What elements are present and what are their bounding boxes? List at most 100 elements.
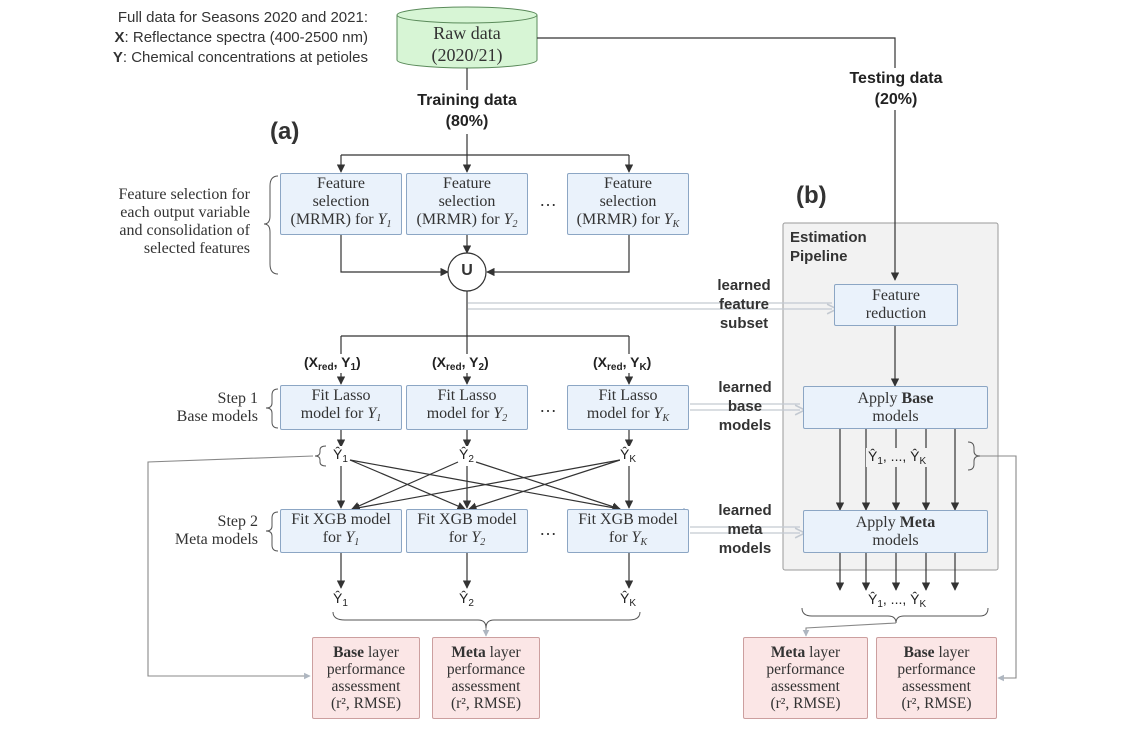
fr-line: Feature [872, 287, 920, 304]
training-data-label: Training data (80%) [397, 90, 537, 132]
feature-selection-box-1: Feature selection (MRMR) for Y1 [280, 173, 402, 235]
learned-feature-subset-arrow [468, 302, 832, 309]
header-note-y-key: Y [112, 49, 123, 66]
yhat-bottom-1: Ŷ1 [333, 590, 348, 609]
step1-line2: Base models [176, 408, 258, 425]
xgb-box-2: Fit XGB model for Y2 [406, 509, 528, 553]
learned-base-models-arrow [690, 403, 800, 410]
raw-data-line2: (2020/21) [431, 45, 503, 65]
lfs-line: feature [718, 296, 770, 313]
lasso-box-1: Fit Lasso model for Y1 [280, 385, 402, 430]
lmm-line: models [718, 540, 772, 557]
xred-label-1: (Xred, Y1) [304, 354, 361, 373]
lasso-line: model for [300, 405, 368, 422]
xred-label-k: (Xred, YK) [593, 354, 652, 373]
fs-note-line: each output variable [120, 204, 250, 221]
fs-box-line: Feature [317, 174, 365, 192]
brace-step1 [265, 388, 279, 429]
fs-box-line: selection [312, 192, 370, 210]
lbm-line: base [727, 398, 763, 415]
step2-line1: Step 2 [217, 513, 258, 530]
xgb-box-1: Fit XGB model for Y1 [280, 509, 402, 553]
yhat-mid-k: ŶK [620, 446, 637, 465]
feature-selection-note: Feature selection for each output variab… [60, 186, 251, 258]
ellipsis-fs: … [539, 190, 557, 210]
base-eval-loop-b [980, 455, 1017, 682]
raw-data-label: Raw data (2020/21) [397, 22, 537, 66]
ellipsis-xgb: … [539, 519, 557, 539]
pipeline-yhat-mid: Ŷ1, ..., ŶK [866, 448, 929, 467]
fs-box-var: Y [503, 210, 513, 228]
fs-box-var: Y [663, 210, 673, 228]
brace-feature-selection [263, 175, 279, 275]
yhat-bottom-k: ŶK [620, 590, 637, 609]
raw-to-testing-arrow [537, 37, 900, 281]
lmm-line: learned [718, 502, 772, 519]
fr-line: reduction [865, 305, 927, 322]
brace-step2 [265, 511, 279, 552]
header-note: Full data for Seasons 2020 and 2021: X: … [60, 8, 368, 68]
fs-box-line: (MRMR) for [416, 210, 504, 228]
lbm-line: learned [718, 379, 772, 396]
feature-reduction-box: Feature reduction [834, 284, 958, 326]
step2-label: Step 2 Meta models [150, 513, 258, 549]
testing-data-line1: Testing data [849, 70, 943, 87]
lasso-box-k: Fit Lasso model for YK [567, 385, 689, 430]
fs-box-line: selection [438, 192, 496, 210]
apply-meta-box: Apply Meta models [803, 510, 988, 553]
yhat-mid-2: Ŷ2 [459, 446, 474, 465]
fs-box-line: (MRMR) for [576, 210, 664, 228]
base-eval-loop-a [147, 455, 314, 680]
lfs-line: learned [717, 277, 771, 294]
fs1-to-union [340, 235, 449, 277]
fs-box-sub: 2 [512, 218, 518, 230]
fsk-to-union [486, 235, 630, 277]
lasso-line: Fit Lasso [598, 387, 658, 404]
learned-base-models-label: learned base models [708, 378, 782, 435]
header-note-line1: Full data for Seasons 2020 and 2021: [117, 9, 368, 26]
testing-data-label: Testing data (20%) [830, 68, 962, 110]
brace-yhat [314, 445, 327, 467]
estimation-pipeline-title: Estimation Pipeline [790, 228, 867, 266]
fs-box-line: Feature [443, 174, 491, 192]
fs-box-sub: K [672, 218, 680, 230]
lasso-line: Fit Lasso [311, 387, 371, 404]
fs-box-line: Feature [604, 174, 652, 192]
feature-selection-box-k: Feature selection (MRMR) for YK [567, 173, 689, 235]
ellipsis-lasso: … [539, 396, 557, 416]
lasso-line: model for [586, 405, 654, 422]
header-note-x-text: : Reflectance spectra (400-2500 nm) [124, 29, 368, 46]
lasso-line: model for [426, 405, 494, 422]
base-eval-box-a: Base layer performance assessment (r², R… [312, 637, 420, 719]
header-note-y-text: : Chemical concentrations at petioles [122, 49, 368, 66]
learned-meta-models-arrow [690, 526, 800, 533]
base-eval-box-b: Base layer performance assessment (r², R… [876, 637, 997, 719]
meta-to-output-arrows [835, 553, 960, 591]
meta-eval-box-b: Meta layer performance assessment (r², R… [743, 637, 868, 719]
xgb-line: Fit XGB model [291, 510, 391, 528]
yhat-bottom-2: Ŷ2 [459, 590, 474, 609]
yhat-cross-arrows [336, 459, 634, 512]
yhat-mid-1: Ŷ1 [333, 446, 348, 465]
ep-line1: Estimation [790, 229, 867, 246]
step1-label: Step 1 Base models [150, 390, 258, 426]
learned-feature-subset-label: learned feature subset [702, 276, 786, 333]
panel-b-label: (b) [796, 182, 827, 209]
training-data-line2: (80%) [445, 113, 489, 130]
training-data-line1: Training data [417, 92, 517, 109]
bottom-brace-b [801, 607, 989, 624]
xred-label-2: (Xred, Y2) [432, 354, 489, 373]
fs-note-line: selected features [143, 240, 250, 257]
fs-box-line: (MRMR) for [290, 210, 378, 228]
learned-meta-models-label: learned meta models [708, 501, 782, 558]
panel-a-label: (a) [270, 118, 300, 145]
fs-note-line: and consolidation of [119, 222, 250, 239]
xgb-line: Fit XGB model [578, 510, 678, 528]
meta-eval-box-a: Meta layer performance assessment (r², R… [432, 637, 540, 719]
fs-box-line: selection [599, 192, 657, 210]
bottom-brace-a [332, 611, 641, 629]
fs-note-line: Feature selection for [118, 186, 251, 203]
pipeline-yhat-bottom: Ŷ1, ..., ŶK [866, 591, 929, 610]
lbm-line: models [718, 417, 772, 434]
